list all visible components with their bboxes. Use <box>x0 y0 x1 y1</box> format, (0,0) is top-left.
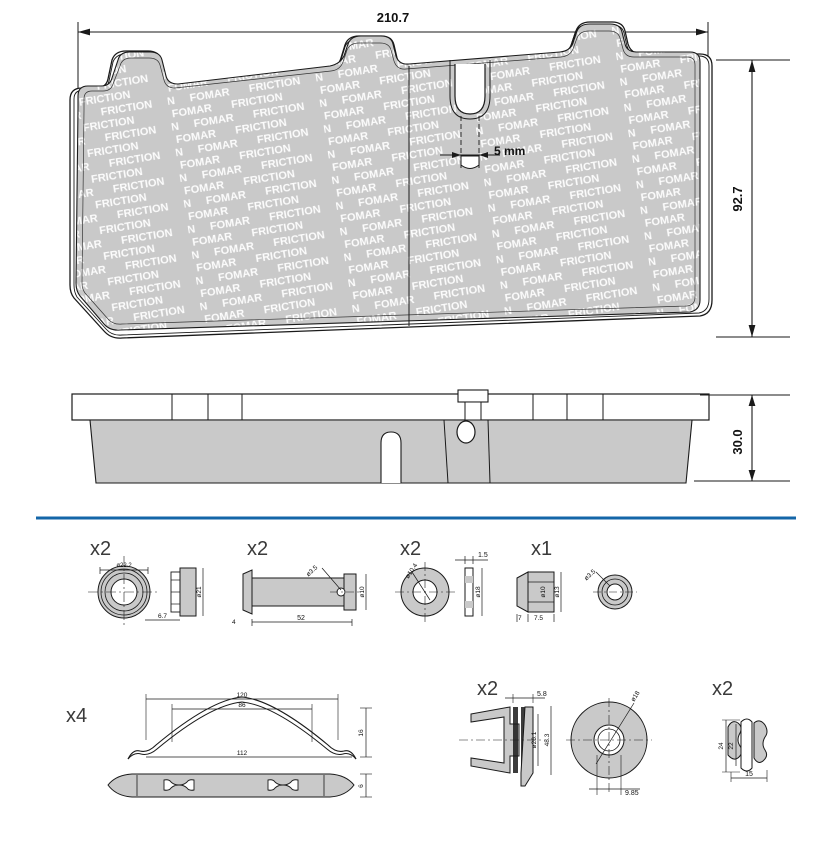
dim-label-clip-height: 16 <box>358 729 365 737</box>
accessory-sleeve-nut: x1 ø10 ø13 7 7.5 ø3.5 <box>516 538 637 622</box>
side-view-sensor-hole <box>456 420 476 444</box>
dim-label-pin-dia: ø10 <box>359 586 366 598</box>
dim-label-cone-od: 48.3 <box>544 733 551 746</box>
accessory-guide-pin: x2 ø3.5 ø10 4 52 <box>232 538 367 626</box>
dim-label-cone-thk: 5.8 <box>537 691 547 698</box>
accessory-qty-bushing: x2 <box>90 538 111 560</box>
dim-label-nut-id: ø10 <box>540 586 547 598</box>
accessory-qty-retaining-clip: x2 <box>712 678 733 700</box>
dim-label-thickness: 30.0 <box>730 429 745 454</box>
brake-pad-side-view <box>71 389 710 484</box>
accessory-spring-clip: x4 120 86 112 16 6 <box>66 692 372 798</box>
dim-label-clip-span: 120 <box>237 692 248 699</box>
dim-label-nut-body: 7.5 <box>534 615 543 622</box>
dim-label-pin-hole: ø3.5 <box>305 564 320 578</box>
dim-label-pin-head: 4 <box>232 619 236 626</box>
accessory-retaining-clip: x2 24 22 15 <box>712 678 768 782</box>
wear-indicator-notch <box>449 60 491 120</box>
dimension-overall-height: 92.7 <box>716 59 790 338</box>
dimension-thickness: 30.0 <box>694 394 790 482</box>
dim-label-bushing-od: ø22.2 <box>116 563 132 569</box>
dim-label-cone-gap: 9.85 <box>625 790 639 797</box>
dim-label-washer-thk: 1.5 <box>478 552 488 559</box>
dim-label-retclip-width: 15 <box>745 771 753 778</box>
dim-label-overall-height: 92.7 <box>730 186 745 211</box>
accessory-qty-cone-plate: x2 <box>477 678 498 700</box>
dim-label-wear-slot: 5 mm <box>494 144 525 158</box>
dim-label-cone-bore: ø26.1 <box>531 731 538 748</box>
dim-label-retclip-inner: 22 <box>728 742 735 750</box>
dim-label-washer-od: ø18 <box>475 586 482 598</box>
friction-material-surface <box>76 24 700 331</box>
accessory-bushing: x2 ø22.2 6.7 ø21 <box>88 538 204 628</box>
accessory-qty-guide-pin: x2 <box>247 538 268 560</box>
side-view-tab <box>457 389 489 403</box>
dim-label-cone-hub: ø18 <box>630 690 642 704</box>
dim-label-clip-width: 6 <box>358 784 365 788</box>
dim-label-pin-length: 52 <box>297 615 305 622</box>
brake-pad-front-view: 5 mm <box>69 21 713 339</box>
accessory-qty-spring-clip: x4 <box>66 705 87 727</box>
dim-label-nut-flange: 7 <box>518 615 522 622</box>
accessory-washer: x2 ø10.4 1.5 ø18 <box>395 538 488 622</box>
dim-label-clip-inner-span: 86 <box>238 702 246 709</box>
accessory-qty-washer: x2 <box>400 538 421 560</box>
dim-label-bushing-id: ø21 <box>196 586 203 598</box>
dim-label-nut-od: ø13 <box>554 586 561 598</box>
accessory-qty-sleeve-nut: x1 <box>531 538 552 560</box>
dim-label-overall-width: 210.7 <box>377 10 410 25</box>
dim-label-bushing-len: 6.7 <box>158 613 167 620</box>
dim-label-clip-base: 112 <box>237 750 248 757</box>
accessory-cone-spring-plate: x2 5.8 ø26.1 48.3 ø18 9.85 <box>459 678 652 797</box>
dimension-wear-slot: 5 mm <box>440 116 525 169</box>
dim-label-nut-bore: ø3.5 <box>583 568 598 582</box>
dim-label-retclip-height: 24 <box>718 742 725 750</box>
